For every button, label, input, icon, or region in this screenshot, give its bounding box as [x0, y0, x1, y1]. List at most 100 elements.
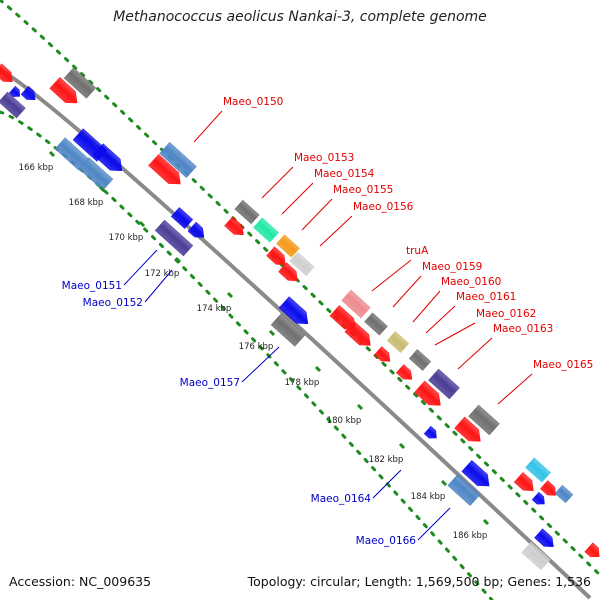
- tick-mark: [440, 479, 448, 487]
- gene-box: [154, 219, 194, 257]
- gene-arrow: [20, 85, 36, 100]
- gene-arrow: [187, 221, 205, 238]
- gene-box: [447, 474, 481, 506]
- leader-line: [193, 110, 223, 143]
- leader-line: [425, 305, 456, 334]
- forward-gene-label[interactable]: Maeo_0155: [333, 184, 393, 196]
- forward-gene-label[interactable]: truA: [406, 245, 429, 257]
- leader-line: [301, 198, 333, 231]
- forward-gene-label[interactable]: Maeo_0165: [533, 359, 593, 371]
- tick-mark: [138, 220, 146, 228]
- gene-arrow: [344, 321, 371, 346]
- tick-mark: [482, 518, 490, 526]
- reverse-gene-label[interactable]: Maeo_0151: [62, 280, 122, 292]
- tick-mark: [174, 256, 182, 264]
- gene-arrow: [374, 346, 391, 362]
- gene-arrow: [278, 296, 309, 324]
- tick-label: 170 kbp: [109, 233, 144, 243]
- gene-box: [253, 217, 279, 243]
- tick-label: 168 kbp: [69, 198, 104, 208]
- tick-labels: 166 kbp 168 kbp 170 kbp 172 kbp 174 kbp 176 k…: [19, 150, 490, 541]
- forward-gene-label[interactable]: Maeo_0159: [422, 261, 482, 273]
- gene-arrow: [461, 460, 490, 487]
- reverse-gene-label[interactable]: Maeo_0152: [83, 297, 143, 309]
- leader-line: [372, 469, 402, 499]
- forward-gene-label[interactable]: Maeo_0154: [314, 168, 375, 180]
- leader-line: [123, 249, 158, 286]
- gene-arrow: [414, 380, 441, 406]
- leader-line: [417, 507, 451, 541]
- gene-box: [341, 289, 371, 319]
- forward-gene-label[interactable]: Maeo_0150: [223, 96, 283, 108]
- tick-mark: [314, 365, 322, 373]
- forward-gene-label[interactable]: Maeo_0153: [294, 152, 354, 164]
- reverse-gene-label[interactable]: Maeo_0157: [180, 377, 240, 389]
- tick-mark: [98, 185, 106, 193]
- forward-gene-label[interactable]: Maeo_0156: [353, 201, 414, 213]
- gene-box: [234, 199, 260, 225]
- forward-gene-label[interactable]: Maeo_0160: [441, 276, 501, 288]
- tick-label: 172 kbp: [145, 269, 180, 279]
- gene-arrow: [92, 143, 123, 171]
- gene-callouts: Maeo_0150Maeo_0153Maeo_0154Maeo_0155Maeo…: [62, 96, 594, 547]
- gene-box: [170, 207, 194, 229]
- gene-arrow: [266, 246, 286, 265]
- gene-box: [525, 457, 551, 483]
- gene-arrow: [0, 63, 13, 82]
- tick-label: 184 kbp: [411, 492, 446, 502]
- gene-arrow: [396, 364, 413, 380]
- tick-mark: [356, 403, 364, 411]
- tick-label: 174 kbp: [197, 304, 232, 314]
- gene-box: [78, 157, 114, 191]
- tick-label: 186 kbp: [453, 531, 488, 541]
- gene-box: [63, 67, 97, 99]
- gene-arrow: [224, 216, 244, 235]
- gene-box: [521, 541, 551, 571]
- leader-line: [497, 373, 533, 405]
- gene-arrow: [49, 77, 78, 104]
- leader-line: [412, 290, 441, 323]
- reverse-gene-label[interactable]: Maeo_0164: [311, 493, 372, 505]
- gene-arrow: [8, 85, 20, 97]
- tick-mark: [226, 291, 234, 299]
- leader-line: [281, 182, 314, 215]
- gene-box: [289, 251, 315, 277]
- tick-label: 176 kbp: [239, 342, 274, 352]
- gene-arrow: [531, 491, 545, 505]
- forward-gene-label[interactable]: Maeo_0163: [493, 323, 553, 335]
- gene-box: [364, 312, 388, 336]
- leader-line: [434, 322, 476, 346]
- leader-line: [261, 166, 294, 199]
- gene-box: [0, 91, 26, 119]
- reverse-gene-label[interactable]: Maeo_0166: [356, 535, 417, 547]
- gene-box: [468, 404, 500, 436]
- leader-line: [457, 337, 493, 370]
- gene-arrow: [278, 262, 298, 281]
- gene-box: [386, 331, 410, 353]
- gene-arrow: [148, 154, 181, 185]
- tick-label: 166 kbp: [19, 163, 54, 173]
- tick-mark: [268, 329, 276, 337]
- gene-arrow: [584, 542, 600, 558]
- tick-mark: [398, 442, 406, 450]
- gene-arrow: [454, 416, 481, 442]
- tick-label: 178 kbp: [285, 378, 320, 388]
- gene-features: [0, 63, 600, 571]
- gene-box: [276, 234, 300, 258]
- gene-arrow: [540, 480, 557, 496]
- gene-arrow: [534, 528, 554, 547]
- leader-line: [241, 346, 280, 383]
- leader-line: [392, 275, 422, 308]
- tick-mark: [48, 150, 56, 158]
- gene-box: [159, 142, 197, 178]
- tick-label: 182 kbp: [369, 455, 404, 465]
- map-title: Methanococcus aeolicus Nankai-3, complet…: [113, 9, 487, 25]
- tick-label: 180 kbp: [327, 416, 362, 426]
- lower-left-track: [0, 110, 494, 600]
- forward-gene-label[interactable]: Maeo_0161: [456, 291, 516, 303]
- gene-arrow: [513, 472, 534, 491]
- forward-gene-label[interactable]: Maeo_0162: [476, 308, 536, 320]
- leader-line: [144, 269, 173, 303]
- leader-line: [371, 259, 412, 292]
